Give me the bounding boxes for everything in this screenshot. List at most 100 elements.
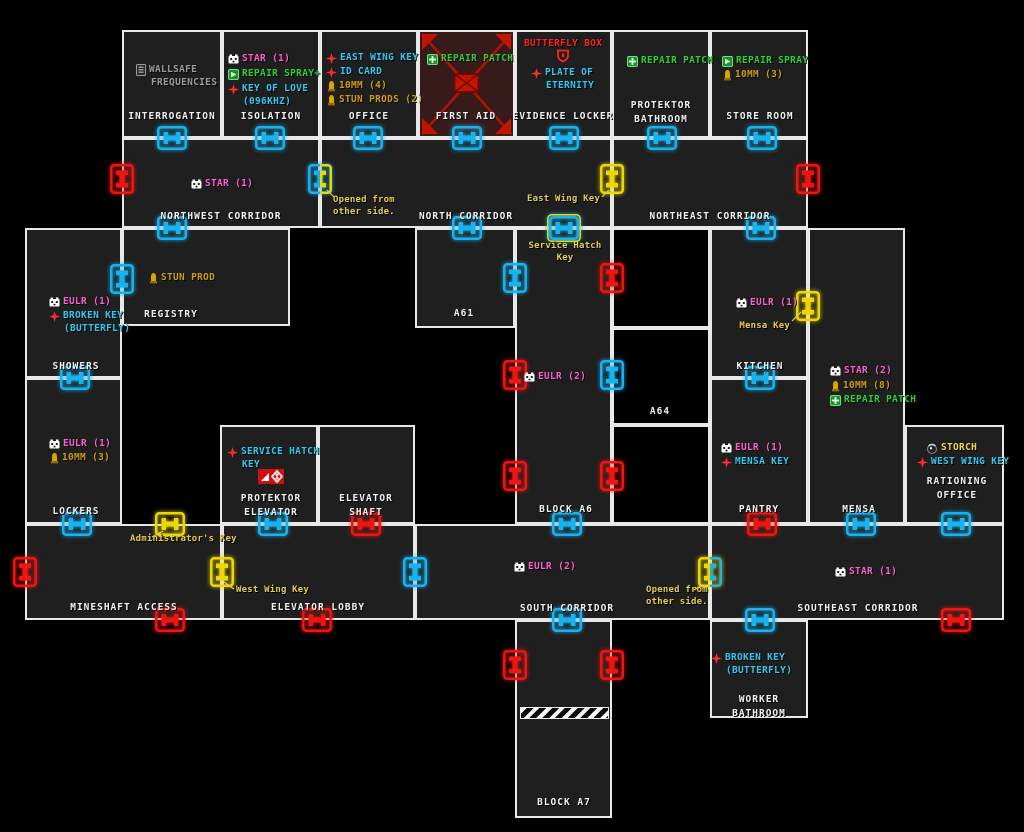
item-isolation-0: STAR (1): [228, 53, 290, 66]
item-row: 10MM (3): [723, 69, 783, 82]
elevator-icon: [258, 469, 284, 484]
ammo-icon: [149, 272, 158, 284]
item-row: EULR (1): [736, 297, 798, 310]
room-label-line: BATHROOM: [732, 707, 786, 719]
key-icon: [711, 652, 722, 664]
room-label-line: A64: [649, 406, 671, 417]
room-label-block-a7: BLOCK A7: [537, 796, 591, 810]
door-blue-icon: [746, 216, 776, 240]
room-label-line: ELEVATOR LOBBY: [270, 602, 366, 613]
door-key-label-line: East Wing Key: [526, 194, 600, 204]
item-label: 10MM (4): [339, 80, 388, 91]
room-label-line: INTERROGATION: [128, 111, 216, 122]
item-showers-0: EULR (1): [49, 296, 111, 309]
weapon-icon: [191, 179, 202, 190]
room-label-registry: REGISTRY: [144, 308, 198, 322]
door-red-icon: [155, 608, 185, 632]
room-label-line: BATHROOM: [634, 113, 688, 125]
item-row: [556, 49, 570, 63]
item-rationing-office-1: WEST WING KEY: [917, 456, 1009, 469]
room-northeast-corridor: [612, 138, 808, 228]
room-label-store-room: STORE ROOM: [726, 110, 793, 124]
first-aid-hazard-marker: [421, 33, 512, 135]
key-icon: [326, 66, 337, 78]
repair-patch-icon: [627, 55, 638, 67]
ammo-icon: [51, 453, 58, 464]
room-label-northeast-corridor: NORTHEAST CORRIDOR: [650, 210, 771, 224]
room-label-line: NORTHEAST CORRIDOR: [649, 211, 771, 222]
room-label-line: REGISTRY: [144, 309, 198, 320]
door-blue-icon: [745, 608, 775, 632]
door-blue-icon: [745, 366, 775, 390]
weapon-icon: [191, 179, 202, 189]
ammo-icon: [831, 380, 840, 392]
door-key-label-line: Opened from: [646, 585, 708, 595]
door-blue-icon: [452, 126, 482, 150]
item-row: 10MM (8): [831, 380, 891, 393]
door-red-icon: [600, 650, 624, 680]
key-icon: [227, 446, 238, 458]
door-key-label-line: other side.: [333, 206, 395, 217]
room-label-line: LOCKERS: [52, 506, 100, 517]
door-key-label-3: Mensa Key: [739, 321, 790, 333]
room-label-isolation: ISOLATION: [241, 110, 301, 124]
ammo-icon: [150, 273, 157, 284]
item-row: 10MM (3): [50, 452, 110, 465]
elevator-icon: [258, 469, 284, 484]
door-yellow-icon: [796, 291, 820, 321]
room-store-room: [710, 30, 808, 138]
item-row: [258, 469, 284, 484]
key-icon: [721, 456, 732, 468]
room-label-line: STORE ROOM: [726, 111, 794, 122]
door-yellow-blue-icon: [698, 557, 722, 587]
weapon-icon: [228, 54, 239, 65]
door-blue-icon: [647, 126, 677, 150]
repair-spray-icon: [228, 68, 239, 80]
item-label: WALLSAFE: [149, 64, 198, 75]
door-key-label-line: Opened from: [333, 195, 395, 205]
item-mensa-1: 10MM (8): [831, 380, 891, 393]
item-showers-1: BROKEN KEY(BUTTERFLY): [49, 310, 130, 335]
ammo-icon: [327, 94, 336, 106]
item-label-cont: FREQUENCIES: [151, 76, 218, 88]
room-label-line: NORTH CORRIDOR: [418, 211, 514, 222]
room-segment-north: [612, 228, 710, 328]
item-label: 10MM (8): [843, 380, 892, 391]
item-row: STAR (1): [228, 53, 290, 66]
room-label-a64: A64: [650, 405, 670, 419]
door-blue-icon: [258, 512, 288, 536]
key-icon: [917, 456, 928, 468]
room-rationing-office: [905, 425, 1004, 524]
item-row: EULR (2): [524, 371, 586, 384]
weapon-icon: [49, 439, 60, 449]
door-blue-icon: [353, 126, 383, 150]
first-aid-box-icon: [453, 73, 480, 93]
door-key-label-4: Administrator's Key: [130, 534, 237, 546]
item-label: EAST WING KEY: [340, 52, 419, 63]
item-row: STAR (2): [830, 365, 892, 378]
door-key-label-line: other side.: [646, 596, 708, 607]
room-label-line: SOUTHEAST CORRIDOR: [797, 603, 919, 614]
item-office-3: STUN PRODS (2): [327, 94, 423, 107]
ammo-icon: [328, 81, 335, 92]
weapon-icon: [514, 562, 525, 572]
door-blue-icon: [452, 216, 482, 240]
item-northwest-corridor-0: STAR (1): [191, 178, 253, 191]
room-block-a7: [515, 620, 612, 818]
room-label-line: PROTEKTOR: [630, 100, 692, 111]
key-icon: [917, 456, 928, 468]
item-label: EULR (2): [538, 371, 587, 382]
room-worker-bathroom: [710, 620, 808, 718]
room-label-line: OFFICE: [936, 489, 978, 501]
item-office-2: 10MM (4): [327, 80, 387, 93]
weapon-icon: [736, 298, 747, 309]
item-lockers-0: EULR (1): [49, 438, 111, 451]
room-label-line: MENSA: [842, 504, 876, 515]
room-label-elevator-lobby: ELEVATOR LOBBY: [271, 601, 365, 615]
item-office-1: ID CARD: [326, 66, 382, 79]
room-label-line: BLOCK A7: [537, 797, 591, 808]
room-label-kitchen: KITCHEN: [736, 360, 783, 374]
